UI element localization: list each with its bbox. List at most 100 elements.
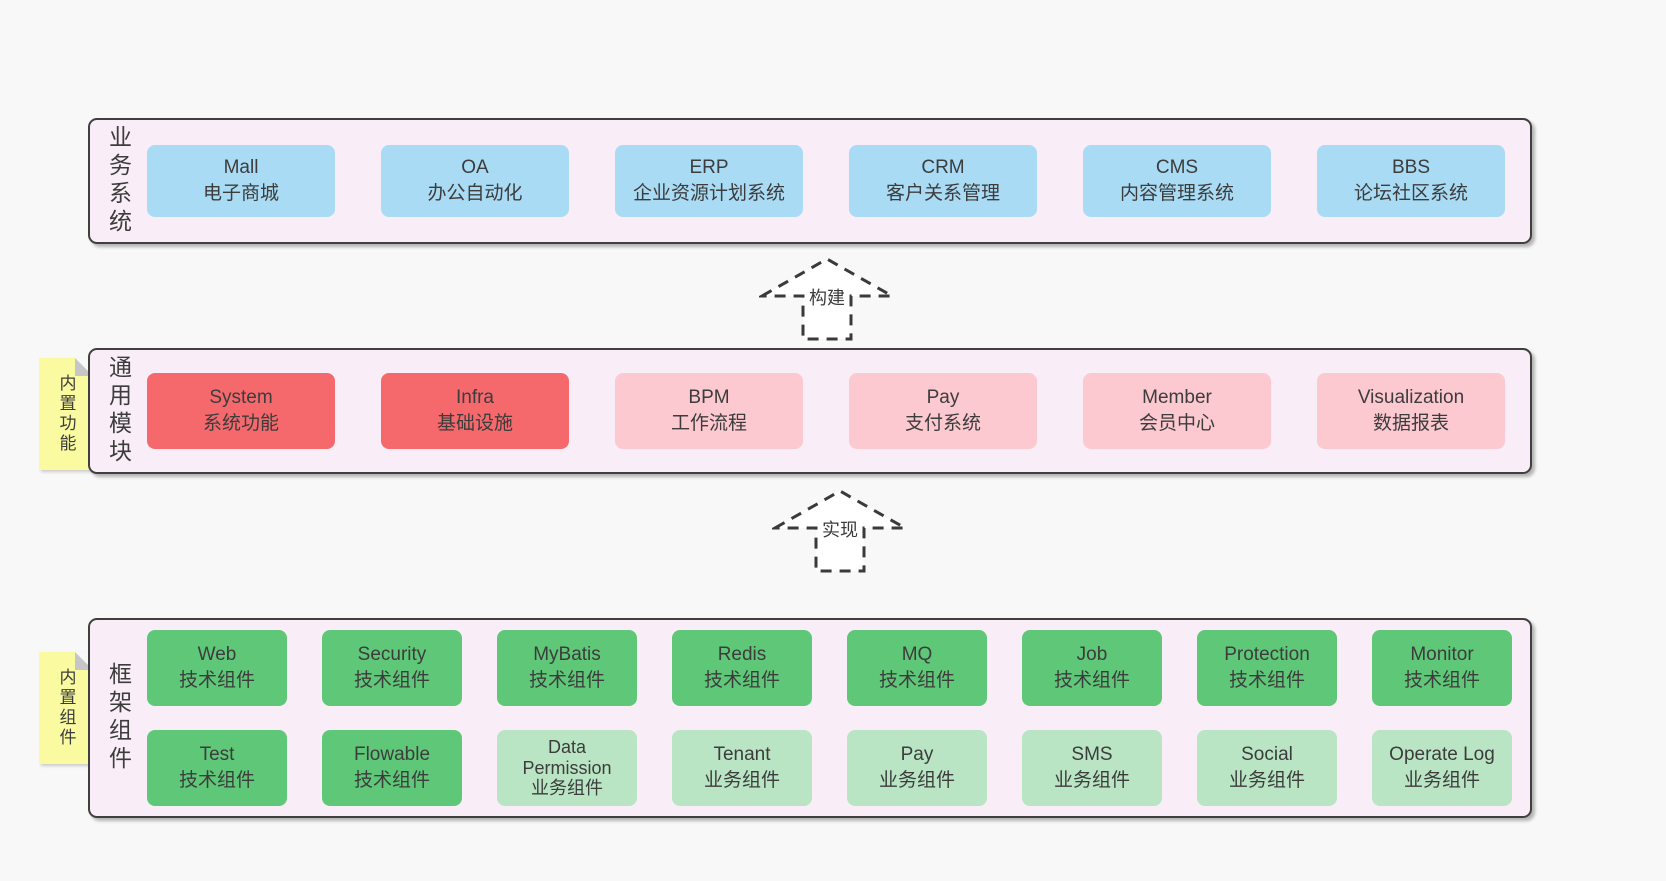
box-infra: Infra 基础设施	[381, 373, 569, 449]
box-title: CRM	[921, 157, 965, 179]
section-label-business-systems: 业务系统	[105, 125, 132, 237]
box-title: SMS	[1071, 744, 1113, 766]
box-monitor: Monitor 技术组件	[1372, 630, 1512, 706]
section-framework-components: 框架组件 Web 技术组件 Security 技术组件 MyBatis 技术组件…	[88, 618, 1532, 818]
box-operate-log: Operate Log 业务组件	[1372, 730, 1512, 806]
box-title: Infra	[455, 387, 495, 409]
section-common-modules: 通用模块 System 系统功能 Infra 基础设施 BPM 工作流程 Pay…	[88, 348, 1532, 474]
business-box-row: Mall 电子商城 OA 办公自动化 ERP 企业资源计划系统 CRM 客户关系…	[147, 120, 1530, 242]
box-title: ERP	[689, 157, 729, 179]
box-mybatis: MyBatis 技术组件	[497, 630, 637, 706]
box-data-permission: Data Permission 业务组件	[497, 730, 637, 806]
box-title: Protection	[1224, 644, 1310, 666]
box-subtitle: 技术组件	[353, 770, 430, 791]
box-pay-business: Pay 业务组件	[847, 730, 987, 806]
box-social: Social 业务组件	[1197, 730, 1337, 806]
box-subtitle: 论坛社区系统	[1353, 183, 1468, 204]
box-subtitle: 业务组件	[1403, 770, 1480, 791]
section-business-systems: 业务系统 Mall 电子商城 OA 办公自动化 ERP 企业资源计划系统 CRM…	[88, 118, 1532, 244]
box-title: Web	[197, 644, 237, 666]
box-subtitle: 基础设施	[436, 413, 513, 434]
box-title: Operate Log	[1389, 744, 1495, 766]
box-subtitle: 办公自动化	[427, 183, 523, 204]
box-mall: Mall 电子商城	[147, 145, 335, 217]
box-crm: CRM 客户关系管理	[849, 145, 1037, 217]
box-subtitle: 会员中心	[1138, 413, 1215, 434]
box-subtitle: 技术组件	[353, 670, 430, 691]
box-title: Member	[1142, 387, 1212, 409]
box-subtitle: 技术组件	[528, 670, 605, 691]
box-title: Data Permission	[522, 736, 612, 778]
box-title: Security	[357, 644, 427, 666]
arrow-label-implement: 实现	[819, 515, 861, 543]
box-oa: OA 办公自动化	[381, 145, 569, 217]
box-subtitle: 技术组件	[1403, 670, 1480, 691]
box-subtitle: 业务组件	[531, 778, 603, 799]
box-title: OA	[461, 157, 489, 179]
box-subtitle: 技术组件	[878, 670, 955, 691]
box-title: Pay	[900, 744, 934, 766]
box-security: Security 技术组件	[322, 630, 462, 706]
build-arrow-icon: 构建	[756, 256, 898, 342]
box-subtitle: 企业资源计划系统	[632, 183, 785, 204]
box-subtitle: 数据报表	[1372, 413, 1449, 434]
box-title: CMS	[1155, 157, 1199, 179]
modules-box-row: System 系统功能 Infra 基础设施 BPM 工作流程 Pay 支付系统…	[147, 350, 1530, 472]
box-redis: Redis 技术组件	[672, 630, 812, 706]
sticky-note-built-in-features: 内置功能	[39, 358, 93, 470]
box-title: Redis	[717, 644, 767, 666]
box-subtitle: 工作流程	[670, 413, 747, 434]
box-subtitle: 业务组件	[703, 770, 780, 791]
box-title: BPM	[688, 387, 730, 409]
arrow-label-build: 构建	[806, 283, 848, 311]
box-test: Test 技术组件	[147, 730, 287, 806]
implement-arrow-icon: 实现	[769, 488, 911, 574]
box-title: Mall	[223, 157, 259, 179]
sticky-note-built-in-components: 内置组件	[39, 652, 93, 764]
box-subtitle: 业务组件	[1228, 770, 1305, 791]
box-subtitle: 技术组件	[1053, 670, 1130, 691]
framework-row-2: Test 技术组件 Flowable 技术组件 Data Permission …	[147, 730, 1512, 806]
box-subtitle: 业务组件	[1053, 770, 1130, 791]
box-subtitle: 业务组件	[878, 770, 955, 791]
box-title: Visualization	[1357, 387, 1465, 409]
box-subtitle: 技术组件	[703, 670, 780, 691]
box-member: Member 会员中心	[1083, 373, 1271, 449]
box-title: Test	[199, 744, 235, 766]
box-title: System	[209, 387, 273, 409]
box-title: MyBatis	[533, 644, 601, 666]
section-label-framework-components: 框架组件	[105, 662, 132, 774]
box-subtitle: 技术组件	[178, 770, 255, 791]
box-system: System 系统功能	[147, 373, 335, 449]
framework-row-1: Web 技术组件 Security 技术组件 MyBatis 技术组件 Redi…	[147, 630, 1512, 706]
box-tenant: Tenant 业务组件	[672, 730, 812, 806]
box-subtitle: 系统功能	[202, 413, 279, 434]
section-label-common-modules: 通用模块	[105, 355, 132, 467]
box-title: Job	[1076, 644, 1108, 666]
sticky-note-label: 内置功能	[56, 374, 76, 454]
box-subtitle: 电子商城	[202, 183, 279, 204]
box-bpm: BPM 工作流程	[615, 373, 803, 449]
box-visualization: Visualization 数据报表	[1317, 373, 1505, 449]
box-erp: ERP 企业资源计划系统	[615, 145, 803, 217]
box-pay: Pay 支付系统	[849, 373, 1037, 449]
box-mq: MQ 技术组件	[847, 630, 987, 706]
box-title: Social	[1241, 744, 1293, 766]
box-protection: Protection 技术组件	[1197, 630, 1337, 706]
box-subtitle: 客户关系管理	[885, 183, 1000, 204]
sticky-note-label: 内置组件	[56, 668, 76, 748]
box-bbs: BBS 论坛社区系统	[1317, 145, 1505, 217]
box-subtitle: 内容管理系统	[1119, 183, 1234, 204]
framework-box-rows: Web 技术组件 Security 技术组件 MyBatis 技术组件 Redi…	[147, 620, 1530, 816]
box-title: Flowable	[353, 744, 431, 766]
box-title: Pay	[926, 387, 960, 409]
box-web: Web 技术组件	[147, 630, 287, 706]
box-subtitle: 技术组件	[178, 670, 255, 691]
box-flowable: Flowable 技术组件	[322, 730, 462, 806]
box-title: Tenant	[713, 744, 771, 766]
box-cms: CMS 内容管理系统	[1083, 145, 1271, 217]
box-title: MQ	[901, 644, 933, 666]
box-title: BBS	[1391, 157, 1431, 179]
box-subtitle: 支付系统	[904, 413, 981, 434]
box-sms: SMS 业务组件	[1022, 730, 1162, 806]
